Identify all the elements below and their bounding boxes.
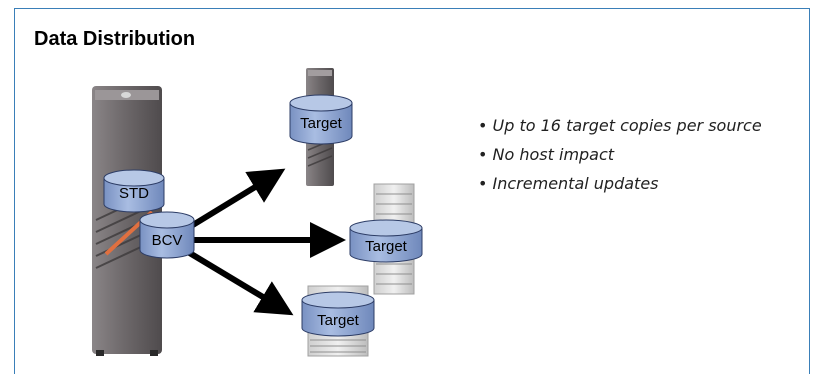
- bullet-target-copies: • Up to 16 target copies per source: [478, 116, 762, 135]
- arrows: [186, 168, 346, 316]
- slide-frame: [14, 8, 810, 374]
- std-cylinder: STD: [103, 169, 165, 213]
- slide-title: Data Distribution: [34, 28, 196, 50]
- middle-target-label: Target: [365, 238, 408, 255]
- arrow-to-bottom-target: [186, 249, 294, 316]
- middle-target-cylinder: Target: [349, 219, 423, 263]
- std-label: STD: [119, 185, 149, 202]
- bcv-cylinder: BCV: [139, 211, 195, 259]
- top-target-label: Target: [300, 115, 343, 132]
- bullet-no-host-impact: • No host impact: [478, 145, 615, 164]
- top-target-cylinder: Target: [289, 94, 353, 145]
- bullet-incremental-updates: • Incremental updates: [478, 174, 659, 193]
- bottom-target-cylinder: Target: [301, 291, 375, 337]
- bottom-target-label: Target: [317, 312, 360, 329]
- feature-list: • Up to 16 target copies per source • No…: [478, 116, 762, 203]
- arrow-to-top-target: [186, 168, 286, 231]
- bcv-label: BCV: [152, 232, 183, 249]
